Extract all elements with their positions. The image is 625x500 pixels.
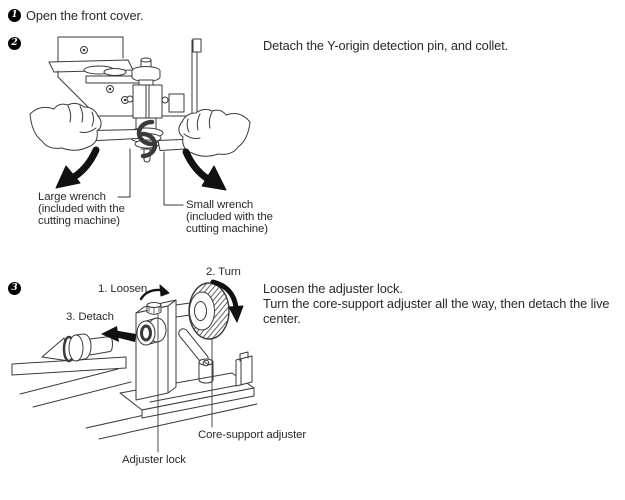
end-bracket	[235, 351, 253, 387]
machine-head	[48, 36, 202, 163]
small-wrench-label: Small wrench (included with the cutting …	[186, 199, 273, 235]
large-wrench-label-line1: Large wrench	[38, 191, 106, 203]
step-3-instruction: Loosen the adjuster lock. Turn the core-…	[263, 281, 615, 326]
left-hand	[29, 102, 102, 151]
large-wrench-leader-line	[117, 148, 131, 198]
large-wrench-label-line2: (included with the	[38, 203, 125, 215]
step-1-number: 1	[11, 10, 18, 20]
rotate-right-arrow-icon	[182, 148, 227, 191]
figure-detach-collet	[29, 36, 251, 206]
boss	[136, 317, 167, 346]
step-3-number-badge: 3	[8, 282, 21, 295]
loosen-label: 1. Loosen	[98, 283, 148, 295]
adjuster-lock-label: Adjuster lock	[122, 454, 186, 466]
large-wrench	[67, 119, 155, 147]
step-2-instruction: Detach the Y-origin detection pin, and c…	[263, 38, 509, 53]
rotate-left-arrow-icon	[55, 146, 100, 189]
turn-arrow-icon	[210, 279, 244, 323]
core-support-adjuster-label: Core-support adjuster	[198, 429, 307, 441]
handle-lever	[178, 328, 214, 384]
adjuster-lock-screw	[146, 302, 162, 315]
step-2-number-badge: 2	[8, 37, 21, 50]
small-wrench-leader-line	[163, 151, 184, 206]
small-wrench-label-line1: Small wrench	[186, 199, 254, 211]
small-wrench-label-line3: cutting machine)	[186, 223, 268, 235]
step-3-instruction-line-2: Turn the core-support adjuster all the w…	[263, 296, 610, 326]
tailstock-block	[135, 299, 177, 401]
live-center	[41, 333, 113, 363]
large-wrench-label: Large wrench (included with the cutting …	[38, 191, 125, 227]
base	[11, 356, 258, 440]
detach-label: 3. Detach	[66, 311, 114, 323]
large-wrench-label-line3: cutting machine)	[38, 215, 120, 227]
small-wrench-label-line2: (included with the	[186, 211, 273, 223]
step-1-instruction: Open the front cover.	[26, 8, 144, 23]
turn-label: 2. Turn	[206, 266, 241, 278]
y-origin-detection-pin	[143, 148, 151, 163]
right-hand	[178, 108, 251, 157]
step-2-number: 2	[11, 38, 18, 48]
step-3-instruction-line-1: Loosen the adjuster lock.	[263, 281, 403, 296]
step-1-number-badge: 1	[8, 9, 21, 22]
detach-arrow-icon	[101, 326, 136, 342]
step-3-number: 3	[11, 283, 18, 293]
core-support-adjuster-wheel	[175, 282, 241, 340]
small-wrench	[140, 131, 220, 159]
figure-tailstock	[11, 279, 258, 453]
